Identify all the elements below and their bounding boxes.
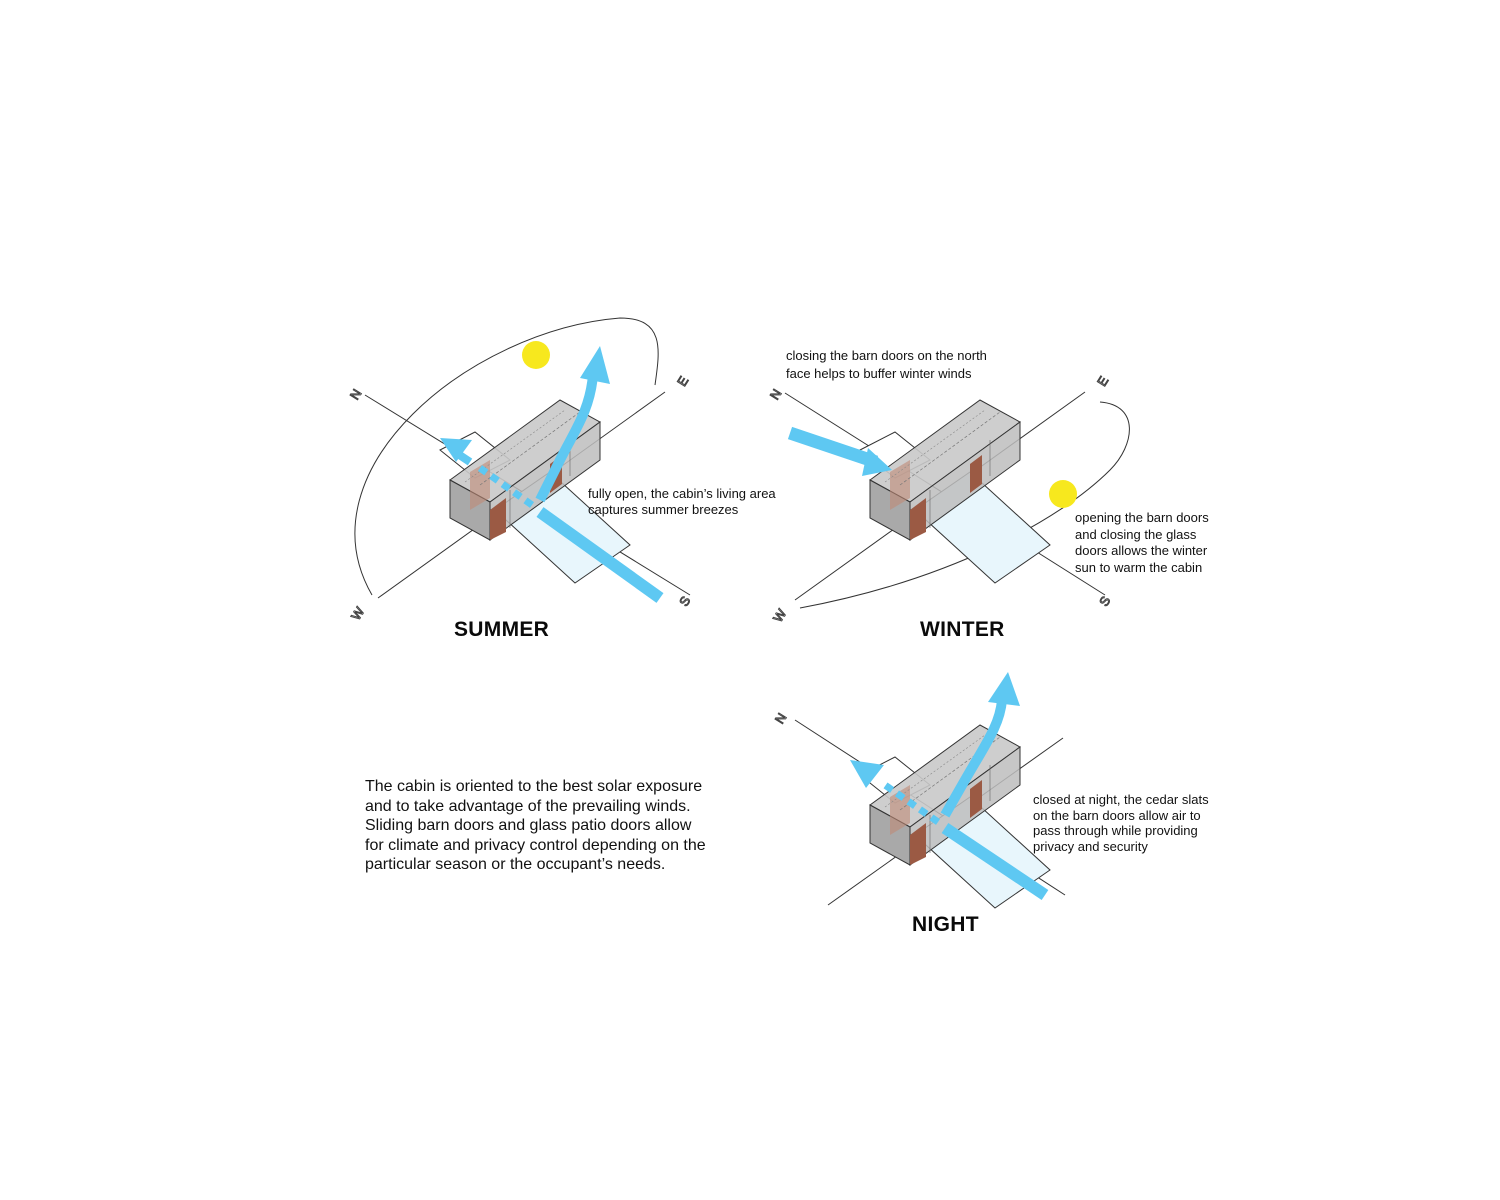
night-compass-n: N — [772, 710, 790, 726]
summer-note: fully open, the cabin’s living area capt… — [588, 486, 776, 517]
summer-wind-up-arrow — [580, 346, 610, 384]
winter-diagram: N E S W — [766, 373, 1130, 625]
winter-compass-n: N — [767, 386, 785, 402]
winter-sun — [1049, 480, 1077, 508]
night-wind-out-arrow — [850, 760, 884, 788]
night-wind-up-arrow — [988, 672, 1020, 706]
night-wind-up-shaft — [940, 699, 1007, 818]
winter-compass-w: W — [770, 606, 790, 625]
summer-compass-n: N — [347, 386, 365, 402]
summer-title: SUMMER — [454, 618, 550, 641]
summer-sun — [522, 341, 550, 369]
summer-sun-path — [354, 317, 659, 596]
summer-wind-inside — [477, 465, 535, 508]
winter-note-side: opening the barn doors and closing the g… — [1075, 510, 1209, 575]
night-title: NIGHT — [912, 913, 979, 936]
summer-wind-out-arrow — [440, 438, 472, 462]
night-diagram: N — [771, 672, 1066, 909]
summer-wind-up-shaft — [535, 374, 598, 503]
night-wind-in — [941, 823, 1049, 900]
summer-wind-in — [536, 507, 664, 603]
winter-wind-arrow — [862, 448, 892, 476]
winter-compass-e: E — [1094, 373, 1111, 389]
summer-compass-s: S — [676, 593, 693, 609]
summer-diagram: N E S W — [346, 317, 694, 623]
winter-sun-path — [799, 401, 1130, 609]
night-note: closed at night, the cedar slats on the … — [1033, 792, 1209, 854]
winter-compass-s: S — [1096, 593, 1113, 609]
night-wind-inside — [882, 782, 941, 825]
winter-title: WINTER — [920, 618, 1005, 641]
winter-wind-shaft — [787, 426, 879, 469]
summer-compass-e: E — [674, 373, 691, 389]
summer-compass-w: W — [348, 604, 368, 623]
winter-note-top: closing the barn doors on the north face… — [786, 348, 987, 381]
winter-cabin — [859, 399, 1051, 584]
orientation-description: The cabin is oriented to the best solar … — [365, 778, 706, 873]
